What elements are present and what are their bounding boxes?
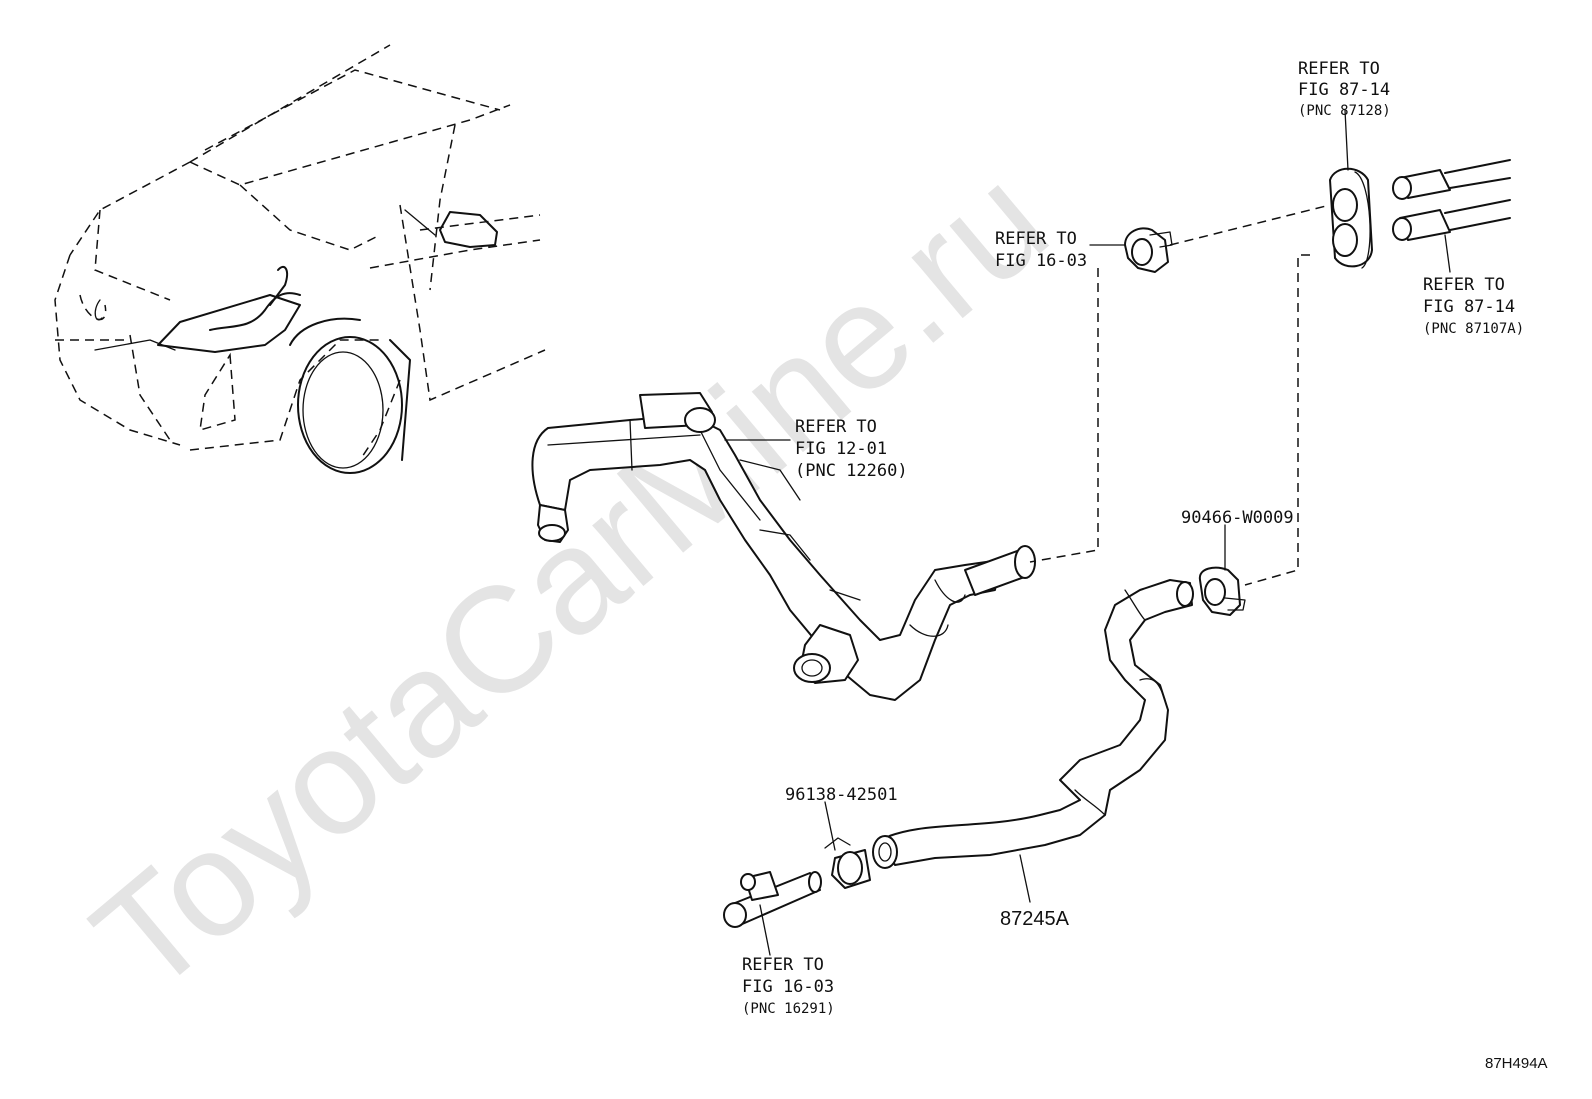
part-number-87245a: 87245A	[1000, 908, 1070, 930]
part-number-90466-w0009: 90466-W0009	[1181, 508, 1294, 528]
clip-fig-16-03	[1124, 227, 1173, 273]
callout-line-1: REFER TO	[1298, 59, 1380, 79]
diagram-code: 87H494A	[1485, 1055, 1548, 1072]
hose-clip-90466	[1198, 566, 1246, 616]
callout-line-2: FIG 87-14	[1298, 80, 1390, 100]
heater-hose-upper	[531, 392, 1036, 701]
callout-fig-87-14-top: REFER TO FIG 87-14 (PNC 87128)	[1298, 59, 1391, 119]
callout-line-2: FIG 12-01	[795, 439, 887, 459]
callout-line-3: (PNC 12260)	[795, 461, 908, 481]
callout-line-1: REFER TO	[1423, 275, 1505, 295]
leader-lines	[724, 109, 1451, 956]
callout-fig-16-03-top: REFER TO FIG 16-03	[995, 229, 1087, 271]
callout-line-2: FIG 16-03	[742, 977, 834, 997]
heater-pipes-87107a	[1392, 159, 1511, 241]
callout-line-1: REFER TO	[995, 229, 1077, 249]
callout-fig-87-14-right: REFER TO FIG 87-14 (PNC 87107A)	[1423, 275, 1524, 337]
callout-fig-12-01: REFER TO FIG 12-01 (PNC 12260)	[795, 417, 908, 481]
callout-line-3: (PNC 87107A)	[1423, 321, 1524, 337]
water-pipe-16291	[723, 871, 822, 928]
callout-line-1: REFER TO	[795, 417, 877, 437]
hose-clamp-96138	[824, 837, 871, 889]
part-number-96138-42501: 96138-42501	[785, 785, 898, 805]
callout-line-2: FIG 87-14	[1423, 297, 1515, 317]
callout-line-3: (PNC 16291)	[742, 1001, 835, 1017]
watermark: ToyotaCarMine.ru	[63, 135, 1078, 1025]
callout-line-1: REFER TO	[742, 955, 824, 975]
alignment-lines	[1029, 204, 1331, 586]
callout-line-2: FIG 16-03	[995, 251, 1087, 271]
grommet-87128	[1329, 167, 1373, 269]
vehicle-outline	[54, 44, 546, 474]
heater-hose-87245a	[872, 579, 1194, 869]
callout-fig-16-03-bottom: REFER TO FIG 16-03 (PNC 16291)	[742, 955, 835, 1017]
callout-line-3: (PNC 87128)	[1298, 103, 1391, 119]
